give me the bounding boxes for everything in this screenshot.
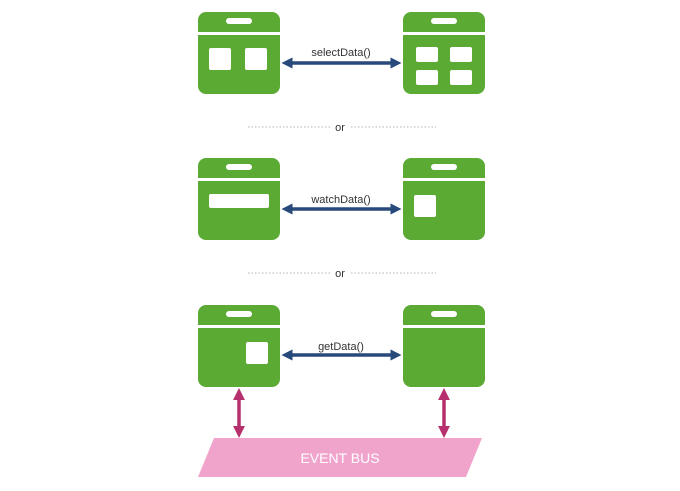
window-right-select (403, 12, 485, 94)
separator-text: or (335, 268, 345, 280)
title-bar-pill (431, 18, 457, 24)
title-bar-pill (226, 18, 252, 24)
method-label-get: getData() (318, 341, 364, 353)
title-bar-pill (431, 311, 457, 317)
title-bar-pill (226, 311, 252, 317)
event-bus-shape (198, 438, 482, 477)
separator-text: or (335, 122, 345, 134)
title-bar-pill (431, 164, 457, 170)
title-bar-divider (403, 32, 485, 35)
method-label-watch: watchData() (310, 194, 370, 206)
window-right-watch (403, 158, 485, 240)
app-window-icon (403, 12, 485, 94)
window-left-get (198, 305, 280, 387)
content-square (245, 48, 267, 70)
content-square (414, 195, 436, 217)
content-square (209, 48, 231, 70)
row-get-data: getData() (198, 305, 485, 387)
row-select-data: selectData() (198, 12, 485, 94)
separator-or-1: or (248, 122, 436, 134)
row-watch-data: watchData() (198, 158, 485, 240)
content-square (416, 70, 438, 85)
event-bus-label: EVENT BUS (300, 450, 379, 466)
content-square (246, 342, 268, 364)
window-left-select (198, 12, 280, 94)
title-bar-pill (226, 164, 252, 170)
content-square (450, 47, 472, 62)
title-bar-divider (403, 178, 485, 181)
title-bar-divider (403, 325, 485, 328)
content-square (450, 70, 472, 85)
content-square (416, 47, 438, 62)
method-label-select: selectData() (311, 47, 370, 59)
content-bar (209, 194, 269, 208)
title-bar-divider (198, 178, 280, 181)
window-right-get (403, 305, 485, 387)
app-window-icon (403, 305, 485, 387)
title-bar-divider (198, 325, 280, 328)
title-bar-divider (198, 32, 280, 35)
event-bus: EVENT BUS (198, 438, 482, 477)
separator-or-2: or (248, 268, 436, 280)
window-left-watch (198, 158, 280, 240)
